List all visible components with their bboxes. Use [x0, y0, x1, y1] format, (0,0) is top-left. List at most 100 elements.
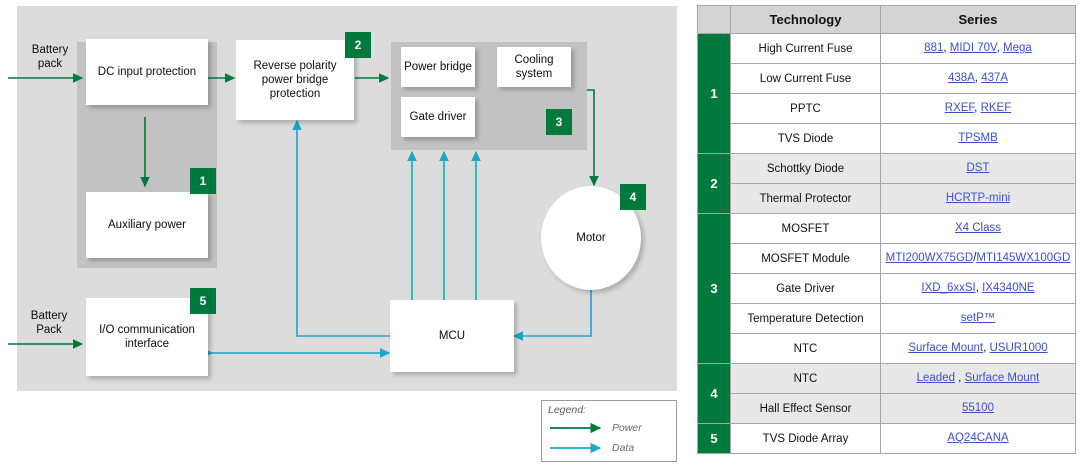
- technology-cell: MOSFET: [730, 213, 881, 244]
- series-cell: TPSMB: [880, 123, 1076, 154]
- series-separator: /: [973, 252, 977, 265]
- header-technology: Technology: [730, 5, 881, 34]
- series-cell: Surface Mount, USUR1000: [880, 333, 1076, 364]
- series-link[interactable]: TPSMB: [958, 132, 998, 145]
- technology-cell: Schottky Diode: [730, 153, 881, 184]
- technology-cell: MOSFET Module: [730, 243, 881, 274]
- series-cell: IXD_6xxSI, IX4340NE: [880, 273, 1076, 304]
- series-link[interactable]: IXD_6xxSI: [921, 282, 976, 295]
- header-group: [697, 5, 731, 34]
- series-separator: ,: [954, 372, 965, 385]
- group-number-cell: 2: [697, 153, 731, 214]
- legend-label-power: Power: [612, 422, 642, 434]
- series-link[interactable]: 55100: [962, 402, 994, 415]
- series-link[interactable]: Surface Mount: [908, 342, 984, 355]
- system-block-diagram: Battery pack Battery Pack DC input prote…: [8, 6, 677, 462]
- series-separator: ,: [975, 282, 983, 295]
- series-link[interactable]: USUR1000: [989, 342, 1048, 355]
- series-link[interactable]: Mega: [1003, 42, 1032, 55]
- badge-4: 4: [620, 184, 646, 210]
- badge-3: 3: [546, 109, 572, 135]
- series-link[interactable]: Leaded: [916, 372, 955, 385]
- group-number-cell: 5: [697, 423, 731, 454]
- series-separator: ,: [974, 102, 981, 115]
- legend-swatches: [550, 422, 602, 454]
- node-power-bridge[interactable]: Power bridge: [401, 47, 475, 87]
- series-link[interactable]: 881: [924, 42, 944, 55]
- badge-5: 5: [190, 288, 216, 314]
- technology-cell: Temperature Detection: [730, 303, 881, 334]
- series-separator: ,: [974, 72, 982, 85]
- label-battery-pack-top: Battery pack: [31, 44, 69, 70]
- table-row: TVS Diode TPSMB: [698, 123, 1076, 154]
- node-cooling-system[interactable]: Cooling system: [497, 47, 571, 87]
- series-cell: Leaded , Surface Mount: [880, 363, 1076, 394]
- legend-title: Legend:: [548, 404, 586, 416]
- technology-cell: Hall Effect Sensor: [730, 393, 881, 424]
- group-number-cell: 4: [697, 363, 731, 424]
- series-link[interactable]: MTI145WX100GD: [976, 252, 1071, 265]
- series-cell: 55100: [880, 393, 1076, 424]
- series-link[interactable]: MTI200WX75GD: [885, 252, 974, 265]
- group-number-cell: 3: [697, 213, 731, 364]
- series-link[interactable]: setP™: [960, 312, 996, 325]
- series-link[interactable]: IX4340NE: [982, 282, 1035, 295]
- series-cell: setP™: [880, 303, 1076, 334]
- series-separator: ,: [943, 42, 950, 55]
- series-link[interactable]: RXEF: [944, 102, 975, 115]
- series-cell: DST: [880, 153, 1076, 184]
- series-cell: X4 Class: [880, 213, 1076, 244]
- technology-cell: NTC: [730, 363, 881, 394]
- technology-cell: TVS Diode: [730, 123, 881, 154]
- series-link[interactable]: MIDI 70V: [949, 42, 997, 55]
- series-link[interactable]: 437A: [981, 72, 1009, 85]
- node-dc-input-protection[interactable]: DC input protection: [86, 39, 208, 105]
- series-cell: 438A, 437A: [880, 63, 1076, 94]
- series-link[interactable]: Surface Mount: [964, 372, 1040, 385]
- badge-2: 2: [345, 32, 371, 58]
- node-auxiliary-power[interactable]: Auxiliary power: [86, 192, 208, 258]
- badge-1: 1: [190, 168, 216, 194]
- series-link[interactable]: 438A: [947, 72, 975, 85]
- table-row: Temperature Detection setP™: [698, 303, 1076, 334]
- node-reverse-polarity-protection[interactable]: Reverse polarity power bridge protection: [236, 40, 354, 120]
- series-link[interactable]: X4 Class: [954, 222, 1002, 235]
- table-row: PPTC RXEF, RKEF: [698, 93, 1076, 124]
- label-battery-pack-bottom: Battery Pack: [30, 310, 68, 336]
- series-cell: HCRTP-mini: [880, 183, 1076, 214]
- node-io-communication-interface[interactable]: I/O communication interface: [86, 298, 208, 376]
- series-link[interactable]: HCRTP-mini: [945, 192, 1011, 205]
- technology-cell: Thermal Protector: [730, 183, 881, 214]
- series-link[interactable]: RKEF: [980, 102, 1012, 115]
- technology-cell: Low Current Fuse: [730, 63, 881, 94]
- header-series: Series: [880, 5, 1076, 34]
- node-gate-driver[interactable]: Gate driver: [401, 97, 475, 137]
- table-header-row: Technology Series: [697, 5, 1076, 34]
- node-mcu[interactable]: MCU: [390, 300, 514, 372]
- series-cell: MTI200WX75GD/MTI145WX100GD: [880, 243, 1076, 274]
- technology-cell: PPTC: [730, 93, 881, 124]
- table-row: Hall Effect Sensor 55100: [698, 393, 1076, 424]
- legend-label-data: Data: [612, 442, 635, 454]
- series-link[interactable]: AQ24CANA: [947, 432, 1009, 445]
- technology-cell: NTC: [730, 333, 881, 364]
- series-cell: 881, MIDI 70V, Mega: [880, 33, 1076, 64]
- series-link[interactable]: DST: [966, 162, 990, 175]
- technology-cell: Gate Driver: [730, 273, 881, 304]
- series-separator: ,: [996, 42, 1004, 55]
- group-number-cell: 1: [697, 33, 731, 154]
- series-cell: AQ24CANA: [880, 423, 1076, 454]
- connection-wires: [8, 73, 599, 358]
- technology-cell: High Current Fuse: [730, 33, 881, 64]
